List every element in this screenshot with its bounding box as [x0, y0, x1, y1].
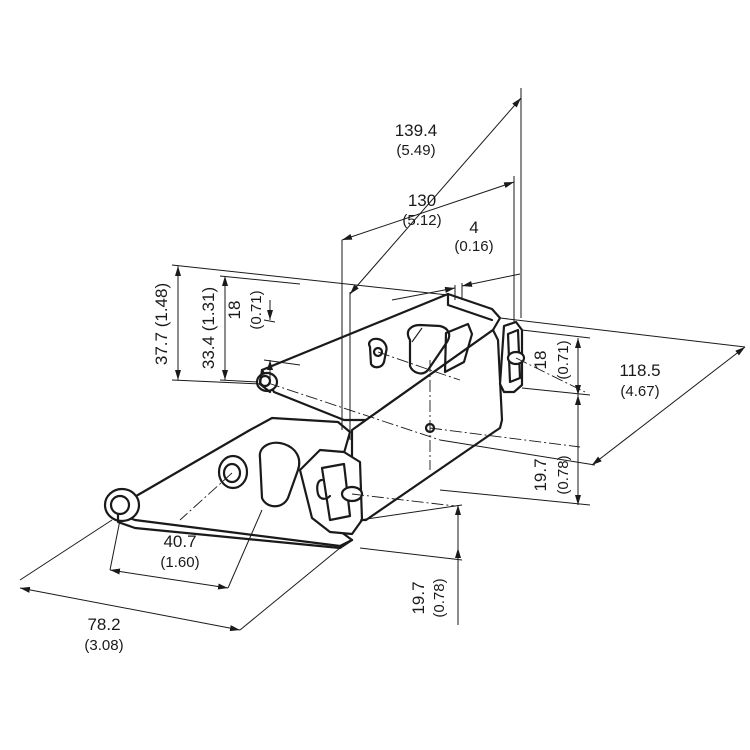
label-18-right-in: (0.71): [555, 340, 572, 379]
back-wall-recess: [443, 322, 474, 374]
label-118-5-in: (4.67): [620, 383, 659, 400]
lower-knob: [217, 454, 249, 490]
label-78-2-in: (3.08): [84, 637, 123, 654]
dim-line-4-right: [461, 273, 521, 287]
dim-line-40-7: [109, 568, 229, 590]
label-118-5-mm: 118.5: [619, 361, 660, 380]
label-19-7-bottom-in: (0.78): [431, 578, 448, 617]
center-lines: [179, 351, 586, 521]
lower-slot: [258, 441, 301, 508]
dim-line-78-2: [19, 586, 241, 632]
label-19-7-right-mm: 19.7: [531, 458, 550, 491]
label-40-7-in: (1.60): [160, 554, 199, 571]
label-18-right-mm: 18: [531, 351, 550, 370]
label-139-4-in: (5.49): [396, 142, 435, 159]
label-18-left-mm: 18: [225, 301, 244, 320]
dimension-lines: [19, 97, 746, 632]
label-18-left-in: (0.71): [248, 290, 265, 329]
label-4-mm: 4: [469, 218, 478, 237]
label-130-mm: 130: [408, 191, 436, 210]
label-78-2-mm: 78.2: [87, 615, 120, 634]
label-19-7-right-in: (0.78): [555, 455, 572, 494]
bracket-part: [103, 292, 526, 550]
right-connector: [498, 320, 526, 394]
upper-hole: [368, 337, 388, 369]
dim-line-4-left: [391, 286, 456, 301]
dim-line-118-5: [591, 346, 746, 466]
label-4-in: (0.16): [454, 238, 493, 255]
label-33-4: 33.4 (1.31): [199, 287, 218, 369]
label-130-in: (5.12): [402, 212, 441, 229]
dim-line-130: [341, 181, 515, 241]
label-37-7: 37.7 (1.48): [152, 283, 171, 365]
label-139-4-mm: 139.4: [395, 121, 438, 140]
label-19-7-bottom-mm: 19.7: [409, 581, 428, 614]
label-40-7-mm: 40.7: [163, 532, 196, 551]
lower-roller-left: [103, 487, 141, 523]
dimension-labels: 139.4 (5.49) 130 (5.12) 4 (0.16) 37.7 (1…: [84, 121, 660, 654]
